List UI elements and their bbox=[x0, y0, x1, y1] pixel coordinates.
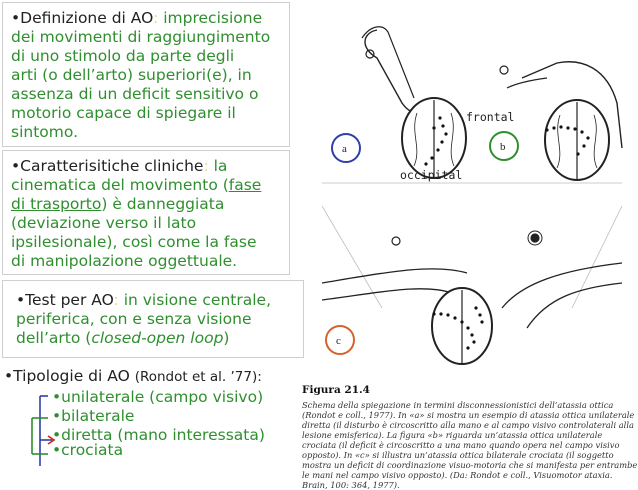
types-item-3: •diretta (mano interessata) bbox=[52, 426, 265, 444]
clinical-line-3-underlined: di trasporto bbox=[11, 195, 102, 213]
clinical-line-3: ) è danneggiata bbox=[101, 195, 225, 213]
definition-line-4: arti (o dell’arto) superiori(e), in bbox=[11, 66, 252, 84]
clinical-line-6: di manipolazione oggettuale. bbox=[11, 252, 238, 270]
definition-line-5: assenza di un deficit sensitivo o bbox=[11, 85, 259, 103]
definition-line-6: motorio capace di spiegare il bbox=[11, 104, 236, 122]
clinical-line-5: ipsilesionale), così come la fase bbox=[11, 233, 257, 251]
clinical-line-2-underlined: fase bbox=[228, 176, 262, 194]
types-lead: •Tipologie di AO bbox=[4, 367, 130, 385]
test-line-2: periferica, con e senza visione bbox=[16, 310, 252, 328]
label-frontal: frontal bbox=[466, 110, 515, 124]
definition-sep: : bbox=[153, 9, 159, 27]
badge-c-circle bbox=[325, 325, 355, 355]
clinical-line-2: cinematica del movimento ( bbox=[11, 176, 229, 194]
types-item-1: •unilaterale (campo visivo) bbox=[52, 388, 264, 406]
types-item-4: •crociata bbox=[52, 441, 124, 459]
badge-b: b bbox=[500, 141, 506, 153]
types-bracket bbox=[31, 395, 56, 466]
clinical-sep: : bbox=[203, 157, 209, 175]
figure-illustration: a b c bbox=[322, 26, 623, 365]
test-lead: •Test per AO bbox=[16, 291, 114, 309]
badge-b-circle bbox=[489, 131, 519, 161]
badge-a: a bbox=[342, 143, 347, 155]
definition-text: •Definizione di AO: imprecisione dei mov… bbox=[11, 9, 296, 142]
clinical-lead: •Caratterisitiche cliniche bbox=[11, 157, 204, 175]
test-line-3: dell’arto ( bbox=[16, 329, 92, 347]
test-line-3-end: ) bbox=[223, 329, 230, 347]
test-text: •Test per AO: in visione centrale, perif… bbox=[16, 291, 306, 348]
test-box bbox=[2, 280, 304, 358]
label-occipital: occipital bbox=[400, 168, 463, 182]
types-reference: (Rondot et al. ’77): bbox=[134, 369, 262, 385]
clinical-text: •Caratterisitiche cliniche: la cinematic… bbox=[11, 157, 296, 271]
badge-a-circle bbox=[331, 133, 361, 163]
definition-line-7: sintomo. bbox=[11, 123, 79, 141]
definition-box bbox=[2, 2, 290, 147]
types-heading: •Tipologie di AO (Rondot et al. ’77): bbox=[4, 367, 304, 387]
definition-lead: •Definizione di AO bbox=[11, 9, 154, 27]
figure-title: Figura 21.4 bbox=[302, 384, 370, 396]
clinical-line-4: (deviazione verso il lato bbox=[11, 214, 197, 232]
figure-caption: Schema della spiegazione in termini disc… bbox=[302, 400, 638, 490]
definition-line-3: di uno stimolo da parte degli bbox=[11, 47, 235, 65]
types-item-2: •bilaterale bbox=[52, 407, 135, 425]
definition-line-2: dei movimenti di raggiungimento bbox=[11, 28, 271, 46]
clinical-line-1: la bbox=[213, 157, 228, 175]
badge-c: c bbox=[336, 335, 341, 347]
definition-line-1: imprecisione bbox=[163, 9, 263, 27]
test-line-1: in visione centrale, bbox=[123, 291, 271, 309]
test-line-3-em: closed-open loop bbox=[91, 329, 224, 347]
types-list: •unilaterale (campo visivo) •bilaterale … bbox=[52, 388, 265, 460]
test-sep: : bbox=[113, 291, 119, 309]
clinical-box bbox=[2, 150, 290, 275]
